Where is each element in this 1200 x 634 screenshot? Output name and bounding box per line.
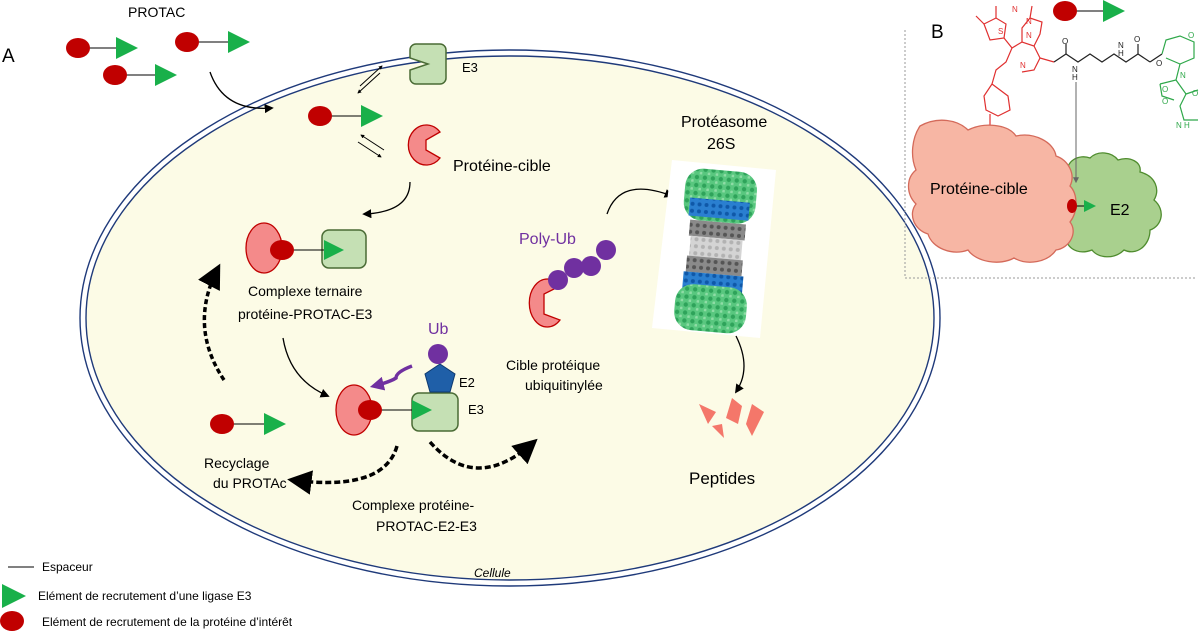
protac-chemical-structure (975, 5, 1199, 126)
cell-label: Cellule (474, 566, 511, 580)
svg-text:O: O (1062, 37, 1068, 46)
protac-molecule (308, 105, 383, 127)
ternary-label-line2: protéine-PROTAC-E3 (238, 306, 373, 322)
b-target-protein (907, 119, 1077, 263)
svg-text:O: O (1162, 97, 1168, 106)
recycle-label-line1: Recyclage (204, 455, 270, 471)
ternary-label-line1: Complexe ternaire (248, 283, 363, 299)
svg-text:N: N (1020, 61, 1026, 70)
svg-text:O: O (1192, 89, 1198, 98)
svg-text:N: N (1026, 31, 1032, 40)
svg-text:N: N (1176, 121, 1182, 130)
svg-text:N: N (1072, 65, 1078, 74)
proteasome-label-line2: 26S (707, 136, 735, 153)
e2-label: E2 (459, 375, 475, 390)
entry-arrow (209, 71, 274, 114)
complex-label-line1: Complexe protéine- (352, 497, 475, 513)
svg-text:N: N (1180, 71, 1186, 80)
ubiq-label-line1: Cible protéique (506, 357, 600, 373)
recycle-arrow (287, 445, 399, 495)
cell-inner-membrane (85, 55, 935, 581)
e3-small-label: E3 (468, 402, 484, 417)
protac-molecule (66, 37, 138, 59)
svg-text:O: O (1156, 59, 1162, 68)
svg-text:N: N (1026, 17, 1032, 26)
e2-enzyme (424, 363, 456, 393)
ubiquitination-arrow (428, 438, 538, 470)
polyubiquitinated-target (528, 240, 616, 328)
e3-label: E3 (462, 60, 478, 75)
protac-molecule (175, 31, 250, 53)
protac-title: PROTAC (128, 4, 185, 20)
panel-b-border (904, 30, 1195, 279)
target-protein (407, 124, 441, 166)
svg-text:N: N (1118, 41, 1124, 50)
proteasome-26s (652, 160, 776, 338)
svg-text:H: H (1118, 49, 1124, 58)
legend-target-text: Elément de recrutement de la protéine d’… (42, 615, 293, 629)
ternary-complex (245, 222, 367, 274)
complex-label-line2: PROTAC-E2-E3 (376, 518, 477, 534)
e3-ligase (409, 43, 447, 85)
panel-a-letter: A (2, 46, 15, 67)
svg-text:H: H (1072, 73, 1078, 82)
flow-arrow (282, 337, 330, 398)
protac-molecule (210, 413, 286, 435)
ubiquitin (428, 344, 448, 364)
polyub-label: Poly-Ub (519, 231, 576, 248)
svg-text:S: S (998, 27, 1003, 36)
svg-text:O: O (1134, 35, 1140, 44)
legend: Espaceur Elément de recrutement d’une li… (0, 560, 293, 631)
proteasome-label-line1: Protéasome (681, 114, 767, 131)
legend-e3-triangle (2, 584, 26, 608)
svg-text:H: H (1184, 121, 1190, 130)
svg-text:O: O (1162, 85, 1168, 94)
peptides (699, 398, 764, 438)
svg-text:O: O (1188, 31, 1194, 40)
legend-target-circle (0, 611, 24, 631)
protac-molecule (103, 64, 177, 86)
b-e2-label: E2 (1110, 202, 1130, 219)
flow-arrow (734, 335, 745, 394)
equilibrium-arrows (357, 134, 385, 158)
svg-text:N: N (1012, 5, 1018, 14)
b-target-label: Protéine-cible (930, 181, 1028, 198)
flow-arrow (362, 181, 411, 219)
panel-b-letter: B (931, 22, 944, 43)
ub-label: Ub (428, 321, 449, 338)
equilibrium-arrows (357, 65, 383, 94)
cell-outer-membrane (79, 49, 941, 587)
recycle-arrow (198, 263, 226, 381)
molecule-atom-labels: S N N N N Cl O N H N H O O O O N O N H O (985, 5, 1198, 136)
target-label: Protéine-cible (453, 158, 551, 175)
ubiq-label-line2: ubiquitinylée (525, 377, 603, 393)
b-protac-bound (1067, 199, 1096, 213)
flow-arrow (606, 188, 674, 215)
ub-transfer-arrow (369, 364, 413, 391)
peptides-label: Peptides (689, 469, 755, 488)
protac-molecule (1053, 0, 1125, 22)
legend-e3-text: Elément de recrutement d’une ligase E3 (38, 589, 252, 603)
recycle-label-line2: du PROTAc (213, 475, 287, 491)
legend-spacer-text: Espaceur (42, 560, 93, 574)
full-complex (335, 344, 459, 436)
